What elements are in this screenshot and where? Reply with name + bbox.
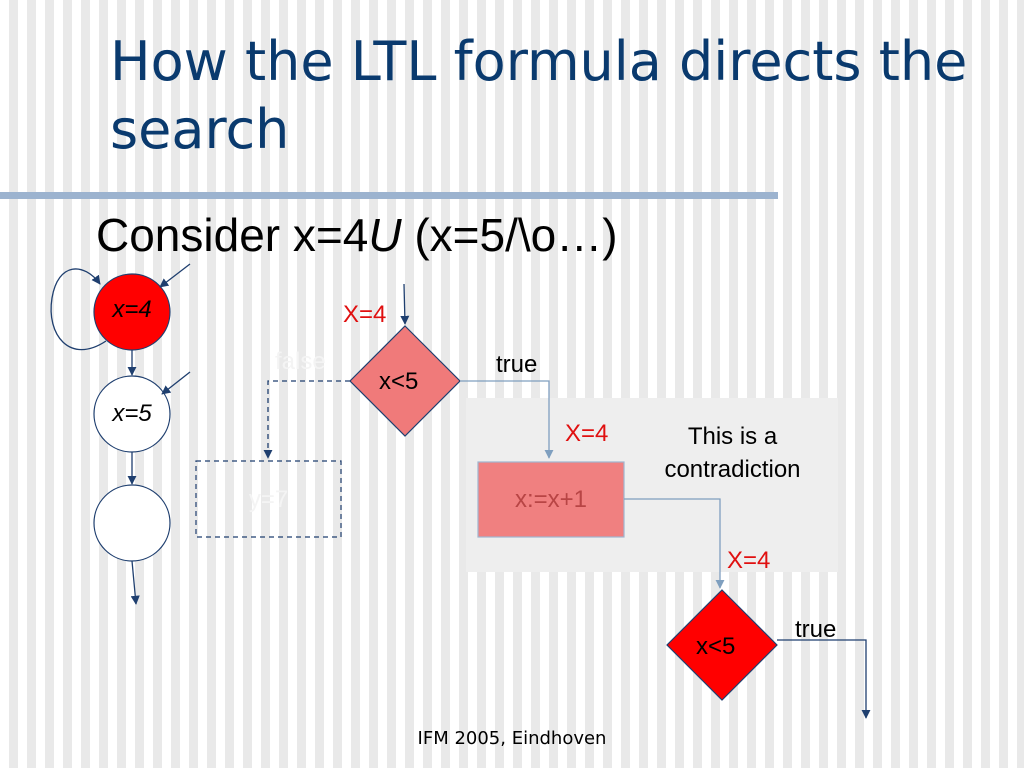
true-branch-arrow bbox=[460, 380, 554, 459]
hidden-assign-label: y=7 bbox=[248, 486, 289, 513]
title-divider bbox=[0, 192, 778, 199]
true-branch2-arrow bbox=[777, 639, 871, 719]
contradiction-note: This is a contradiction bbox=[664, 423, 801, 483]
true-label1: true bbox=[496, 351, 538, 378]
decision2-diamond bbox=[666, 589, 778, 701]
assign-label: x:=x+1 bbox=[514, 486, 588, 513]
subtitle-suffix: (x=5/\o…) bbox=[401, 209, 618, 261]
slide-subtitle: Consider x=4U (x=5/\o…) bbox=[96, 205, 618, 265]
until-operator: U bbox=[368, 209, 402, 261]
incoming-arrow-state1 bbox=[159, 263, 191, 288]
state2-label: x=5 bbox=[112, 400, 152, 427]
decision1-label: x<5 bbox=[379, 368, 419, 395]
x-value-mid: X=4 bbox=[565, 420, 609, 447]
false-label: false bbox=[275, 348, 326, 375]
assign-box bbox=[477, 461, 625, 538]
entry-arrow-decision1 bbox=[400, 283, 410, 325]
decision1-diamond bbox=[349, 325, 461, 437]
outgoing-arrow-state3 bbox=[130, 560, 140, 605]
self-loop-arrow bbox=[50, 268, 107, 351]
x-value-top: X=4 bbox=[343, 301, 387, 328]
incoming-arrow-state2 bbox=[161, 371, 191, 395]
subtitle-prefix: Consider x=4 bbox=[96, 209, 369, 261]
slide-footer: IFM 2005, Eindhoven bbox=[417, 728, 607, 749]
assign-to-decision2-arrow bbox=[624, 498, 725, 589]
state1-label: x=4 bbox=[112, 296, 152, 323]
x-value-low: X=4 bbox=[727, 547, 771, 574]
decision2-label: x<5 bbox=[696, 633, 736, 660]
false-branch-arrow bbox=[263, 380, 350, 459]
hidden-assign-box bbox=[195, 460, 342, 538]
state-final-circle bbox=[93, 484, 171, 562]
true-label2: true bbox=[795, 616, 837, 643]
slide-title: How the LTL formula directs the search bbox=[110, 30, 968, 161]
